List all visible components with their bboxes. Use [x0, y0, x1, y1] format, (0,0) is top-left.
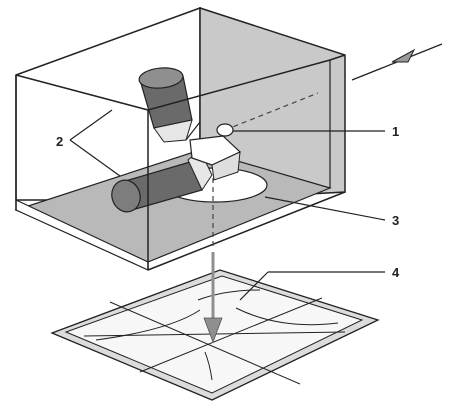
diffracted-beam-arrow — [203, 252, 223, 344]
leader-3 — [264, 196, 386, 221]
incident-beam-dashed — [224, 92, 319, 131]
pattern-curve-left — [95, 309, 201, 341]
upper-cylinder — [138, 67, 193, 143]
callout-4: 4 — [392, 265, 400, 280]
pattern-curve-top — [197, 289, 261, 301]
pattern-line-1 — [109, 301, 301, 385]
lower-cylinder — [111, 149, 213, 213]
callout-1: 1 — [392, 124, 399, 139]
incident-beam-arrow — [351, 43, 443, 81]
pattern-curve-bottom — [204, 351, 213, 381]
callout-3: 3 — [392, 213, 399, 228]
pattern-line-2 — [139, 297, 323, 373]
callout-2: 2 — [56, 134, 63, 149]
sample-holder — [185, 121, 242, 181]
leader-lines — [69, 109, 386, 301]
chamber-front — [15, 54, 346, 271]
aperture-pinhole — [216, 123, 234, 137]
leader-2a — [69, 109, 113, 141]
leader-2b — [69, 139, 121, 177]
leader-4 — [239, 271, 269, 301]
pattern-curve-right — [235, 307, 339, 326]
